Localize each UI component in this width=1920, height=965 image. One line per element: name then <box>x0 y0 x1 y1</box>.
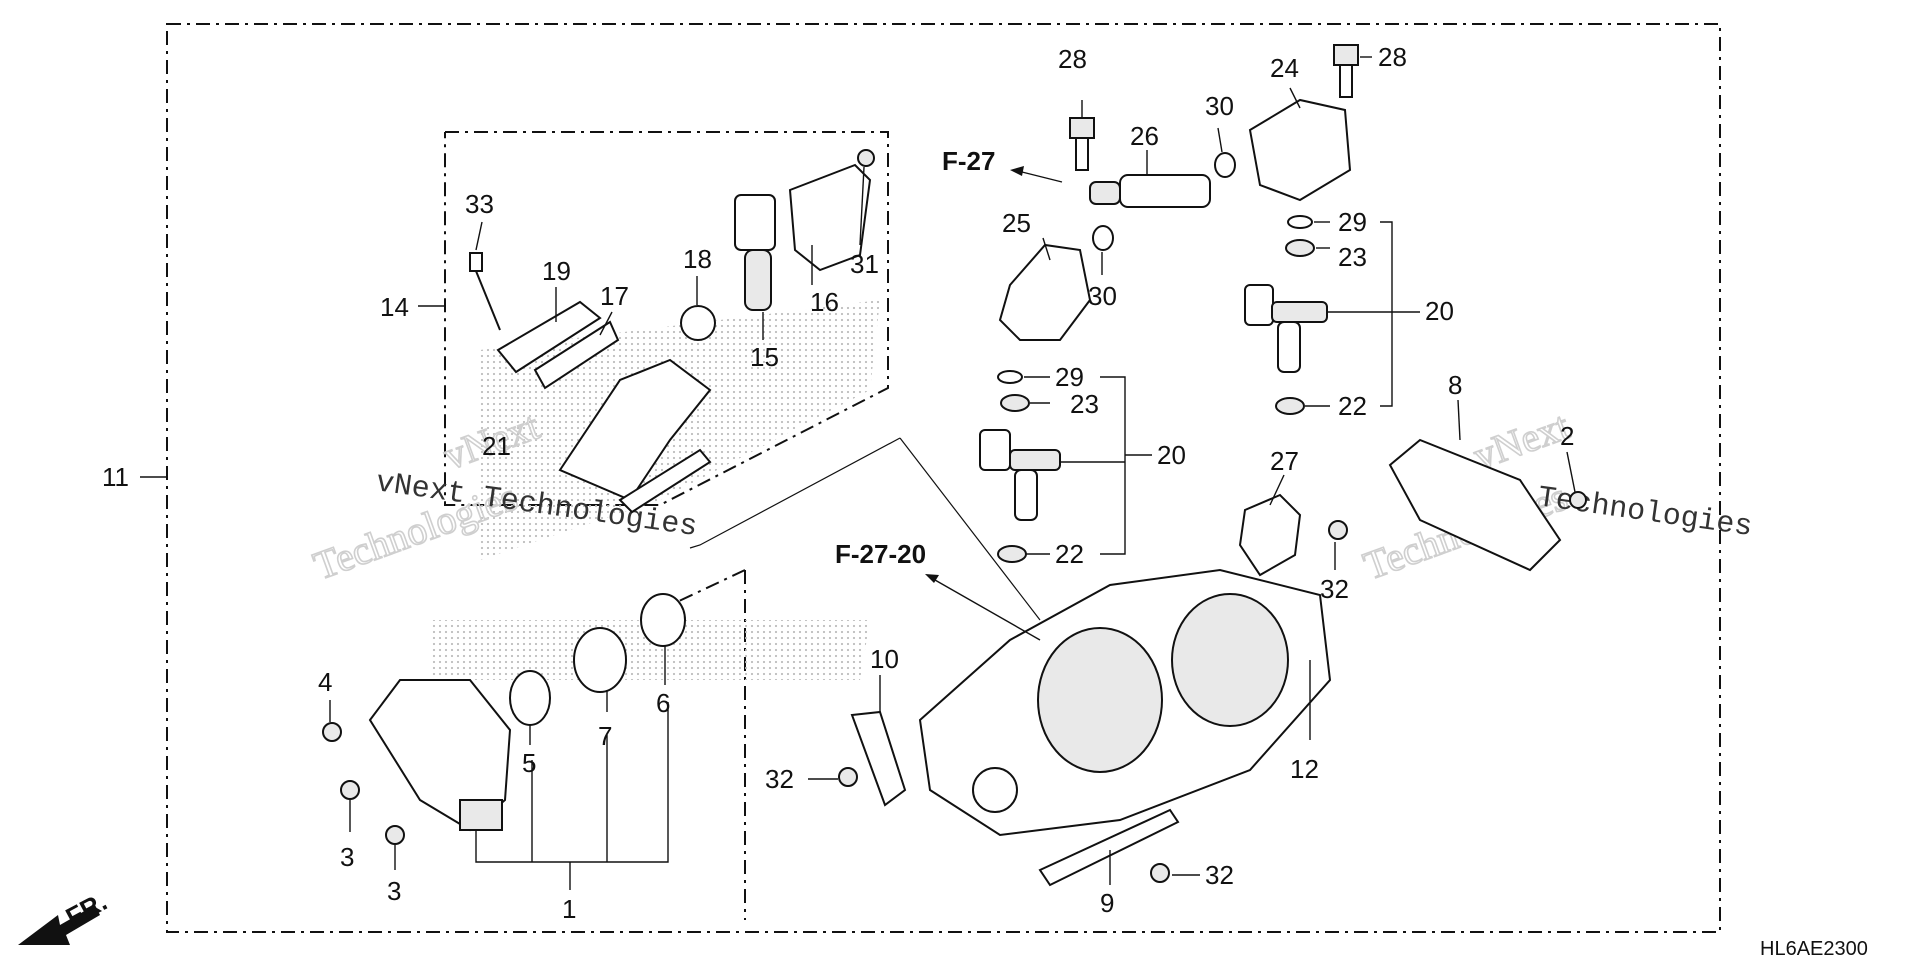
injector-20-left <box>979 429 1061 521</box>
seal-29-right <box>1287 215 1313 229</box>
gear-7 <box>573 627 627 693</box>
callout-15: 15 <box>750 342 779 372</box>
bolt-33 <box>469 252 501 331</box>
joint-25 <box>998 243 1092 341</box>
callout-17: 17 <box>600 281 629 311</box>
callout-21: 21 <box>482 431 511 461</box>
leader-lines <box>140 56 1576 890</box>
bolt-32-left <box>838 767 858 787</box>
callout-23: 23 <box>1070 389 1099 419</box>
callout-19: 19 <box>542 256 571 286</box>
callout-24: 24 <box>1270 53 1299 83</box>
callout-32: 32 <box>765 764 794 794</box>
callout-14: 14 <box>380 292 409 322</box>
callout-12: 12 <box>1290 754 1319 784</box>
leader-frame-21 <box>689 437 901 549</box>
gasket-17 <box>533 320 620 390</box>
callout-32: 32 <box>1205 860 1234 890</box>
callout-20: 20 <box>1157 440 1186 470</box>
callout-28: 28 <box>1378 42 1407 72</box>
gasket-21 <box>618 448 712 514</box>
actuator-cover <box>368 679 512 832</box>
sensor-15 <box>734 194 776 311</box>
screw-4 <box>322 722 342 742</box>
o-ring-18 <box>680 305 716 341</box>
sub-assembly-frame-14 <box>444 131 889 506</box>
callout-6: 6 <box>656 688 670 718</box>
callout-11: 11 <box>102 462 129 492</box>
callout-28: 28 <box>1058 44 1087 74</box>
plate-16 <box>788 163 872 272</box>
bolt-31 <box>857 149 875 167</box>
screw-3a <box>340 780 360 800</box>
callout-22: 22 <box>1055 539 1084 569</box>
plate-27 <box>1238 493 1302 577</box>
diagram-code: HL6AE2300 <box>1760 938 1868 960</box>
assembly-frame <box>166 23 1721 933</box>
callout-22: 22 <box>1338 391 1367 421</box>
callout-16: 16 <box>810 287 839 317</box>
callout-20: 20 <box>1425 296 1454 326</box>
callout-3: 3 <box>340 842 354 872</box>
callout-10: 10 <box>870 644 899 674</box>
callout-23: 23 <box>1338 242 1367 272</box>
ring-6 <box>640 593 686 647</box>
callout-26: 26 <box>1130 121 1159 151</box>
injector-20-right <box>1244 284 1328 373</box>
o-ring-30-upper <box>1214 152 1236 178</box>
actuator-connector <box>459 799 503 831</box>
callout-27: 27 <box>1270 446 1299 476</box>
front-arrow-icon <box>18 905 100 945</box>
callout-5: 5 <box>522 748 536 778</box>
bolt-28-left <box>1069 117 1095 171</box>
callout-32: 32 <box>1320 574 1349 604</box>
reference-f27-20: F-27-20 <box>835 539 926 569</box>
seal-23-right <box>1285 239 1315 257</box>
bolt-32-bottom <box>1150 863 1170 883</box>
callout-29: 29 <box>1055 362 1084 392</box>
callout-30: 30 <box>1088 281 1117 311</box>
plate-19 <box>496 300 602 374</box>
callout-7: 7 <box>598 721 612 751</box>
leader-frame-12 <box>899 437 1041 621</box>
callout-4: 4 <box>318 667 332 697</box>
callout-3: 3 <box>387 876 401 906</box>
callout-29: 29 <box>1338 207 1367 237</box>
callout-33: 33 <box>465 189 494 219</box>
cover-8 <box>1388 438 1562 572</box>
joint-24 <box>1248 98 1352 202</box>
seal-22-left <box>997 545 1027 563</box>
seal-22-right <box>1275 397 1305 415</box>
seal-5 <box>509 670 551 726</box>
callout-1: 1 <box>562 894 576 924</box>
callout-9: 9 <box>1100 888 1114 918</box>
callout-31: 31 <box>850 249 879 279</box>
bolt-28-right <box>1333 44 1359 98</box>
shading-lower <box>430 620 870 680</box>
seal-29-left <box>997 370 1023 384</box>
callout-25: 25 <box>1002 208 1031 238</box>
callout-2: 2 <box>1560 421 1574 451</box>
callout-30: 30 <box>1205 91 1234 121</box>
seal-23-left <box>1000 394 1030 412</box>
bolt-2 <box>1569 491 1587 509</box>
bolt-32-right <box>1328 520 1348 540</box>
callout-18: 18 <box>683 244 712 274</box>
bracket-10 <box>850 710 907 807</box>
o-ring-30-lower <box>1092 225 1114 251</box>
throttle-body-12 <box>918 568 1332 837</box>
bracket-9 <box>1038 808 1180 887</box>
pipe-26 <box>1089 174 1211 208</box>
reference-f27: F-27 <box>942 146 995 176</box>
screw-3b <box>385 825 405 845</box>
callout-8: 8 <box>1448 370 1462 400</box>
